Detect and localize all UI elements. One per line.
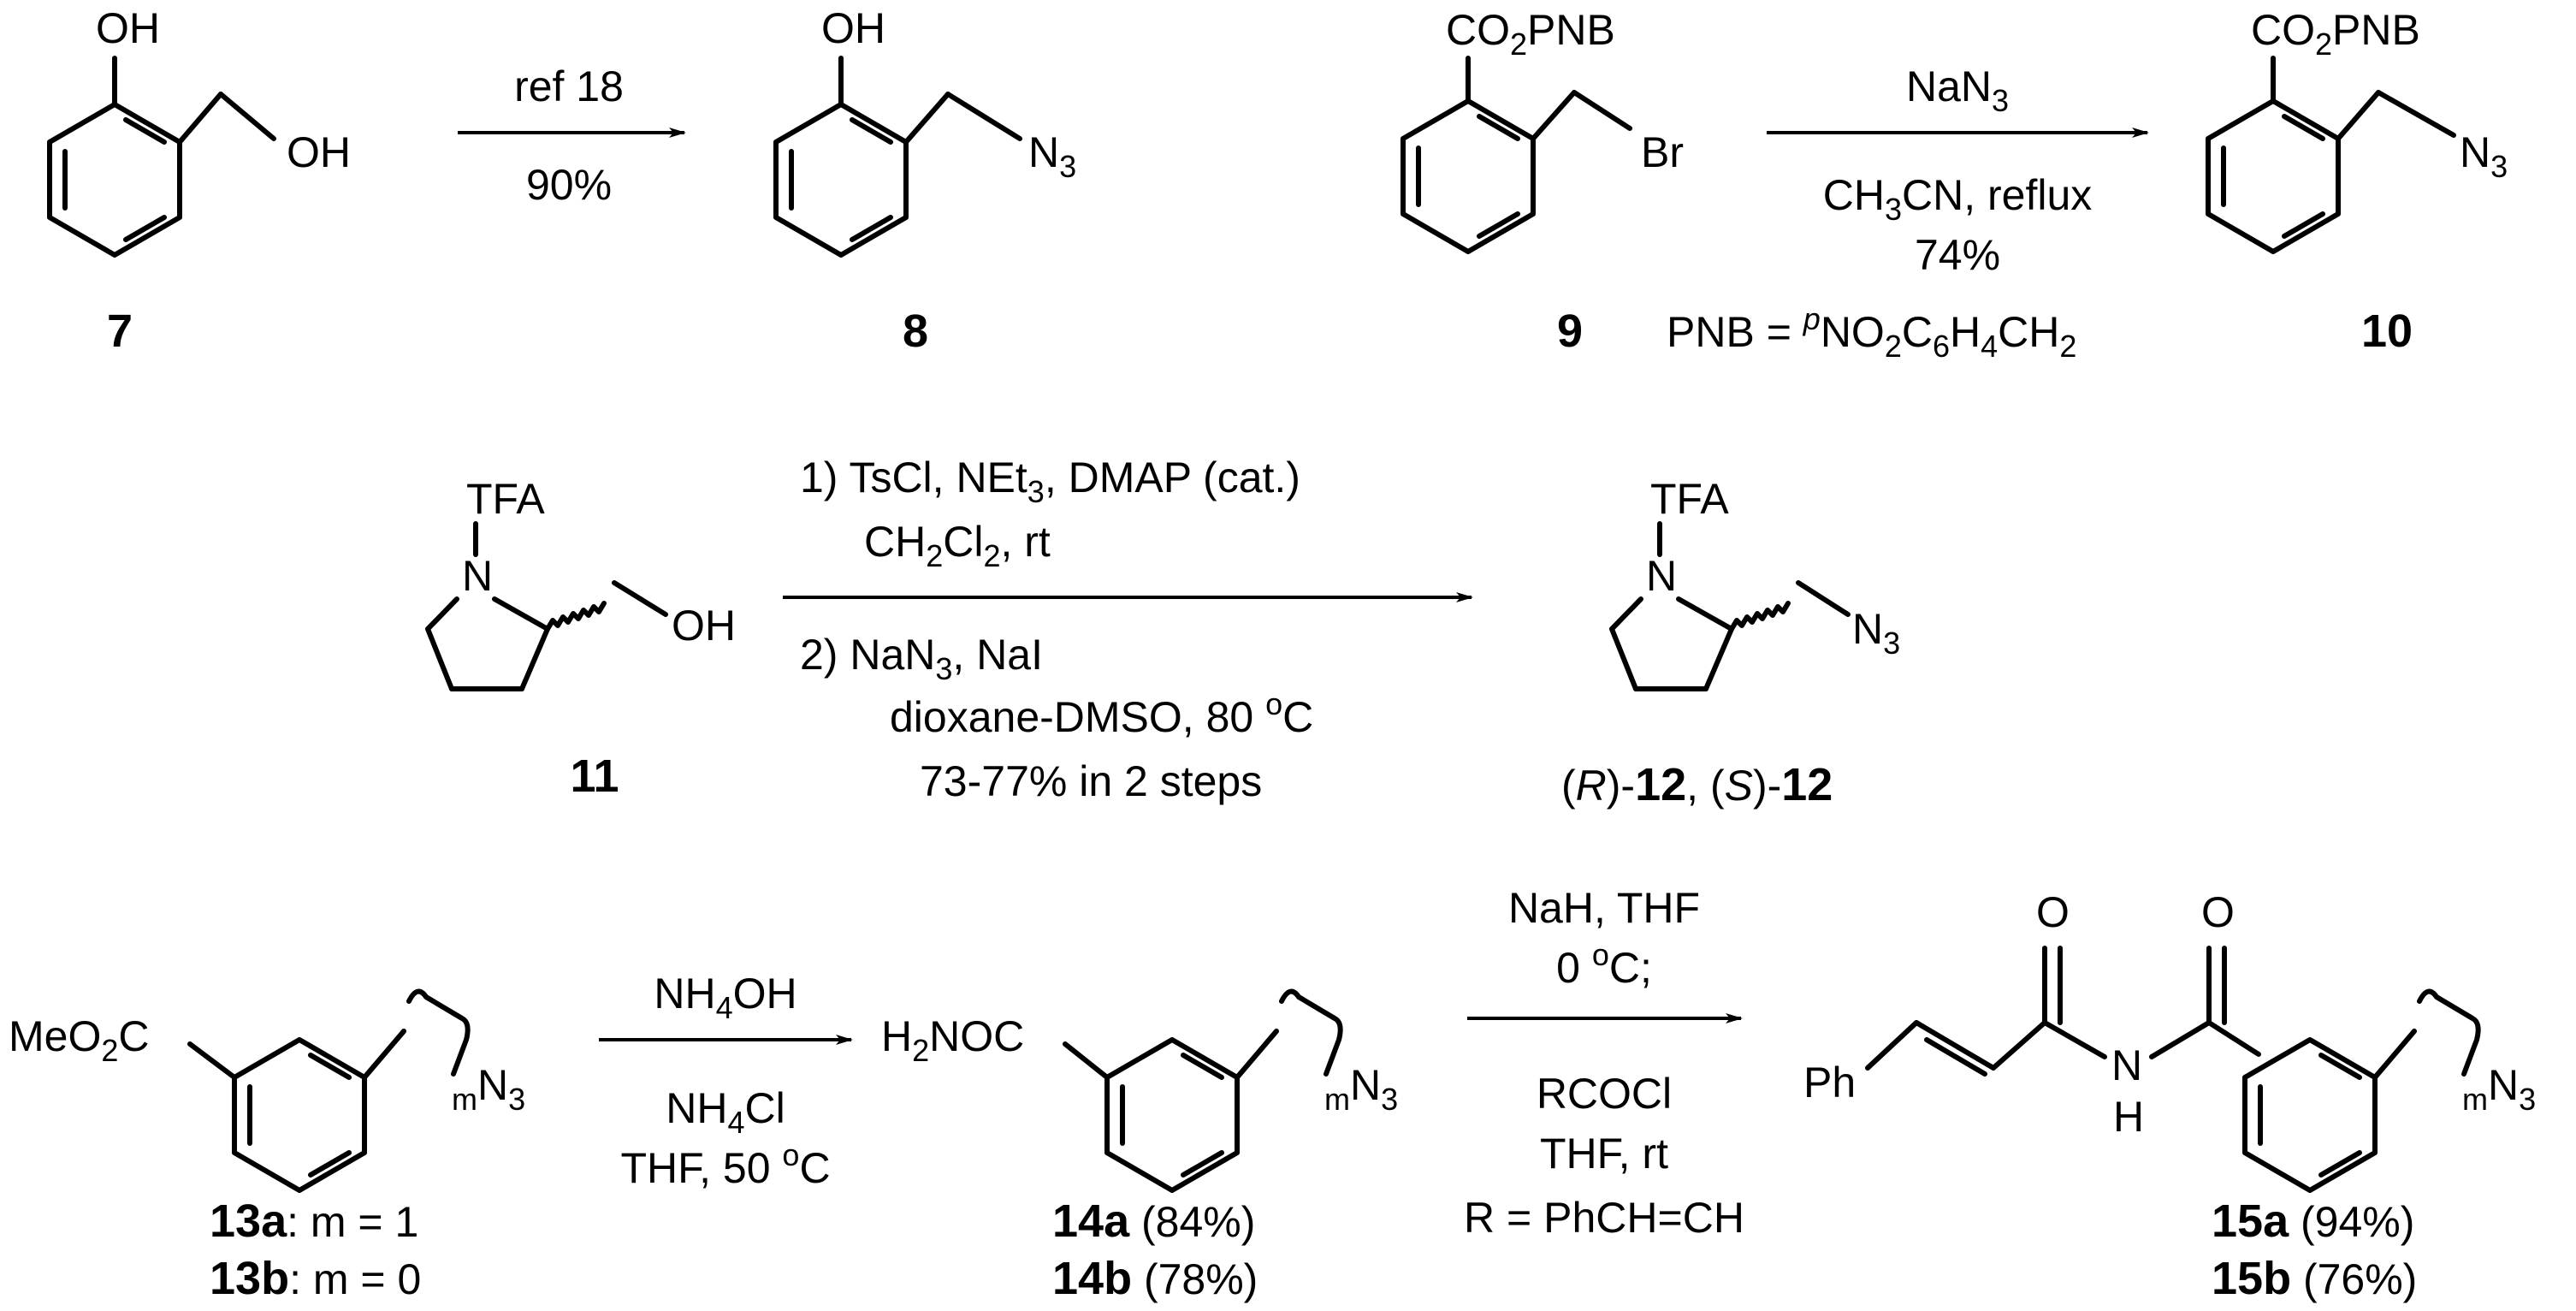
- arrow-3-yield: 73-77% in 2 steps: [920, 757, 1262, 805]
- compound-12-tfa: TFA: [1650, 475, 1729, 523]
- compound-7-oh-side: OH: [287, 128, 351, 176]
- arrow-ref18: ref 18 90%: [458, 62, 686, 209]
- arrow-5-temperature: 0 oC;: [1556, 937, 1652, 992]
- arrow-1-reagent: ref 18: [514, 62, 624, 110]
- arrow-1-yield: 90%: [526, 161, 612, 209]
- arrow-2-reagent: NaN3: [1906, 62, 2009, 118]
- compound-11-tfa: TFA: [466, 475, 545, 523]
- compound-12-azide: N3: [1852, 605, 1900, 661]
- arrow-4-additive: NH4Cl: [666, 1084, 785, 1140]
- compound-12: TFA N N3 (R)-12, (S)-12: [1561, 475, 1900, 810]
- compound-15-oxygen-2: O: [2201, 888, 2235, 936]
- compound-15-oxygen-1: O: [2036, 888, 2070, 936]
- arrow-3-step1-solvent: CH2Cl2, rt: [864, 518, 1051, 573]
- compound-15-azide: mN3: [2462, 1061, 2536, 1117]
- compound-9: CO2PNB Br 9: [1401, 6, 1684, 357]
- compound-11-label: 11: [570, 750, 619, 802]
- pnb-definition: PNB = pNO2C6H4CH2: [1667, 301, 2076, 364]
- arrow-5-r-definition: R = PhCH=CH: [1464, 1194, 1744, 1242]
- compound-15b-label: 15b (76%): [2212, 1253, 2417, 1304]
- compound-8: OH N3 8: [773, 4, 1076, 357]
- compound-11: TFA N OH 11: [425, 475, 736, 802]
- compound-7-label: 7: [107, 306, 133, 357]
- compound-12-nitrogen: N: [1646, 552, 1677, 600]
- compound-15: Ph O O N H mN3 15a (94%) 15b (76%): [1803, 888, 2536, 1304]
- compound-9-bromide: Br: [1641, 128, 1684, 176]
- compound-10: CO2PNB N3 10: [2206, 6, 2508, 357]
- compound-14: H2NOC mN3 14a (84%) 14b (78%): [881, 988, 1398, 1304]
- arrow-4-reagent: NH4OH: [654, 970, 796, 1025]
- compound-8-label: 8: [903, 306, 928, 357]
- arrow-nh4oh: NH4OH NH4Cl THF, 50 oC: [599, 970, 853, 1192]
- compound-14-azide: mN3: [1324, 1061, 1398, 1117]
- compound-9-label: 9: [1557, 306, 1583, 357]
- compound-13b-label: 13b: m = 0: [210, 1253, 421, 1304]
- arrow-3-step2-conditions: dioxane-DMSO, 80 oC: [890, 686, 1313, 741]
- compound-7: OH OH 7: [47, 4, 351, 357]
- compound-10-ester: CO2PNB: [2251, 6, 2420, 62]
- arrow-4-conditions: THF, 50 oC: [620, 1137, 830, 1192]
- compound-13-azide: mN3: [452, 1061, 525, 1117]
- compound-10-label: 10: [2361, 306, 2413, 357]
- arrow-5-acyl-chloride: RCOCl: [1537, 1070, 1672, 1118]
- compound-7-oh-top: OH: [96, 4, 160, 52]
- compound-11-oh: OH: [672, 602, 736, 650]
- compound-15-nh-hydrogen: H: [2113, 1093, 2144, 1141]
- arrow-2-conditions: CH3CN, reflux: [1823, 171, 2093, 227]
- compound-14-amide: H2NOC: [881, 1012, 1024, 1068]
- compound-11-nitrogen: N: [462, 552, 493, 600]
- compound-14b-label: 14b (78%): [1052, 1253, 1258, 1304]
- compound-15-phenyl: Ph: [1803, 1059, 1856, 1106]
- arrow-acylation: NaH, THF 0 oC; RCOCl THF, rt R = PhCH=CH: [1464, 884, 1744, 1242]
- compound-9-ester: CO2PNB: [1446, 6, 1615, 62]
- compound-14a-label: 14a (84%): [1052, 1195, 1255, 1247]
- compound-10-azide: N3: [2460, 128, 2508, 184]
- compound-8-azide: N3: [1028, 128, 1076, 184]
- compound-13: MeO2C mN3 13a: m = 1 13b: m = 0: [9, 988, 525, 1304]
- arrow-2-yield: 74%: [1915, 231, 2000, 279]
- arrow-two-step: 1) TsCl, NEt3, DMAP (cat.) CH2Cl2, rt 2)…: [783, 454, 1473, 805]
- arrow-3-step1-reagents: 1) TsCl, NEt3, DMAP (cat.): [800, 454, 1300, 509]
- arrow-5-base: NaH, THF: [1508, 884, 1700, 932]
- compound-8-oh: OH: [821, 4, 885, 52]
- compound-13a-label: 13a: m = 1: [210, 1195, 418, 1247]
- compound-12-label: (R)-12, (S)-12: [1561, 759, 1833, 810]
- arrow-nan3: NaN3 CH3CN, reflux 74%: [1767, 62, 2149, 279]
- arrow-5-conditions: THF, rt: [1540, 1130, 1668, 1178]
- compound-15-nitrogen: N: [2111, 1041, 2142, 1089]
- compound-13-ester: MeO2C: [9, 1012, 150, 1068]
- arrow-3-step2-reagents: 2) NaN3, NaI: [800, 631, 1043, 686]
- compound-15a-label: 15a (94%): [2212, 1195, 2414, 1247]
